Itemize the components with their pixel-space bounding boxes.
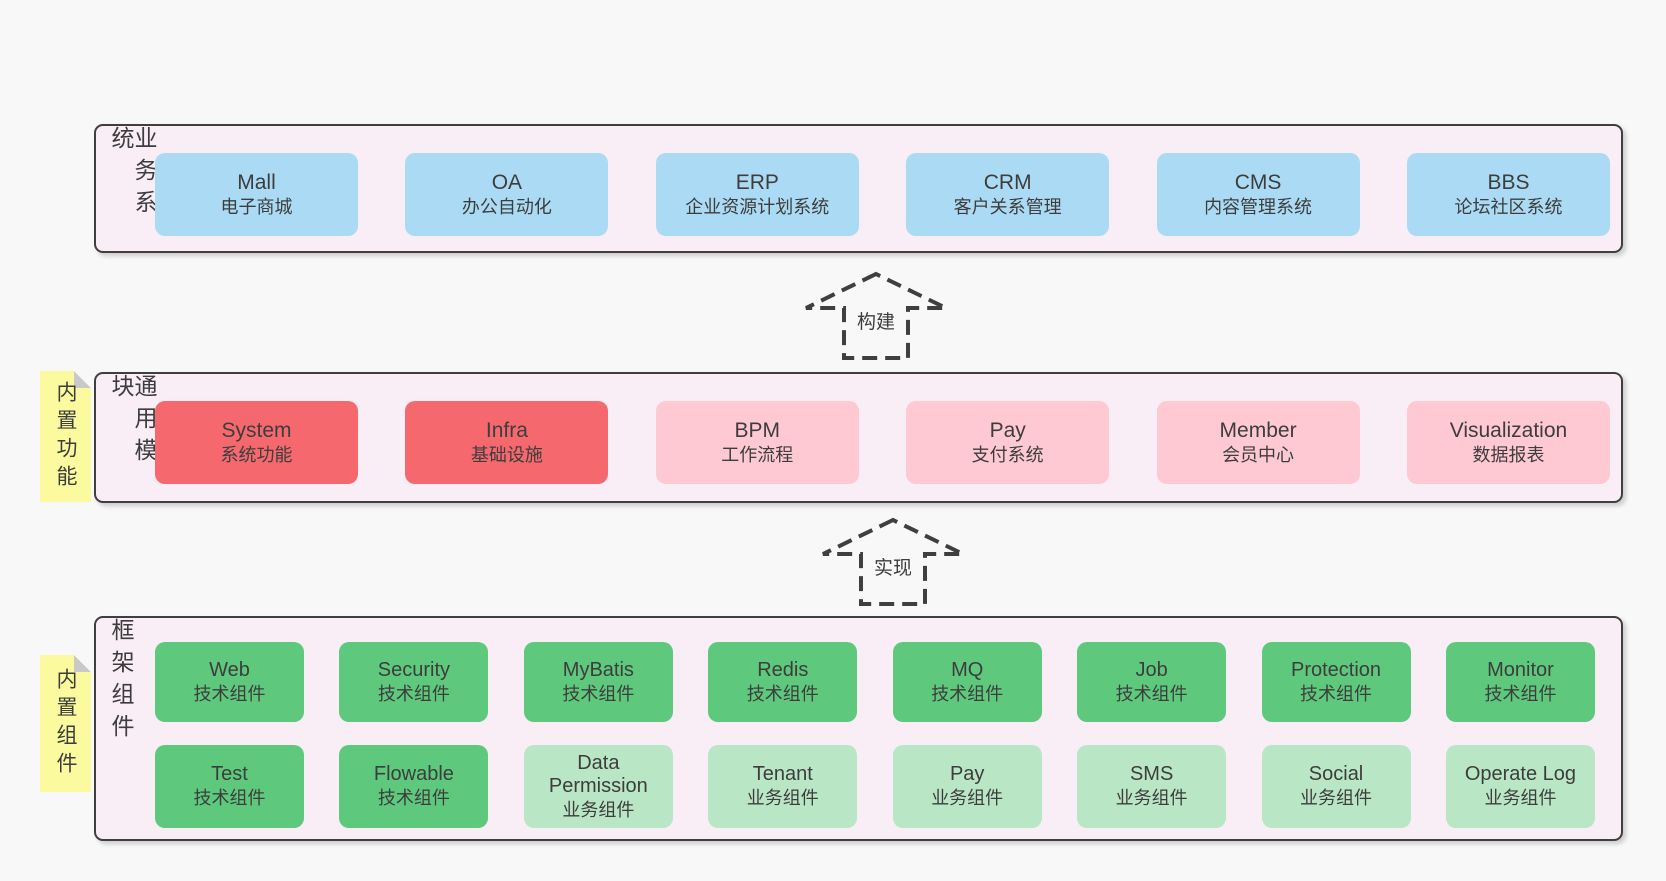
box-oa: OA 办公自动化: [405, 153, 609, 236]
box-bpm: BPM 工作流程: [655, 401, 859, 484]
box-flowable: Flowable 技术组件: [339, 745, 489, 828]
box-protection: Protection 技术组件: [1261, 642, 1411, 722]
box-monitor: Monitor 技术组件: [1445, 642, 1595, 722]
implement-arrow-label: 实现: [870, 552, 916, 581]
box-job: Job 技术组件: [1077, 642, 1227, 722]
box-sms: SMS 业务组件: [1077, 745, 1227, 828]
box-test: Test 技术组件: [155, 745, 304, 828]
build-arrow-icon: 构建: [801, 270, 951, 362]
band-framework-components: 框架组件 Web 技术组件 Security 技术组件 MyBatis 技术组件…: [94, 616, 1623, 841]
box-mybatis: MyBatis 技术组件: [523, 642, 673, 722]
box-redis: Redis 技术组件: [708, 642, 858, 722]
common-modules-row: System 系统功能 Infra 基础设施 BPM 工作流程 Pay 支付系统…: [155, 401, 1610, 484]
band-common-modules: 通用模块 System 系统功能 Infra 基础设施 BPM 工作流程 Pay…: [94, 372, 1623, 503]
box-web: Web 技术组件: [155, 642, 304, 722]
up-block-arrow-icon: [822, 517, 964, 606]
box-bbs: BBS 论坛社区系统: [1406, 153, 1610, 236]
implement-arrow-icon: 实现: [818, 516, 968, 608]
framework-components-row-2: Test 技术组件 Flowable 技术组件 Data Permission …: [155, 745, 1595, 828]
box-member: Member 会员中心: [1156, 401, 1360, 484]
box-security: Security 技术组件: [339, 642, 489, 722]
band-framework-components-label: 框架组件: [108, 618, 134, 746]
box-erp: ERP 企业资源计划系统: [655, 153, 859, 236]
band-business-systems: 业务系统 Mall 电子商城 OA 办公自动化 ERP 企业资源计划系统 CRM…: [94, 124, 1623, 253]
box-social: Social 业务组件: [1261, 745, 1411, 828]
up-block-arrow-icon: [805, 271, 947, 360]
box-data-permission: Data Permission 业务组件: [523, 745, 673, 828]
sticky-note-builtin-functions: 内置功能: [40, 371, 91, 502]
box-system: System 系统功能: [155, 401, 358, 484]
framework-components-row-1: Web 技术组件 Security 技术组件 MyBatis 技术组件 Redi…: [155, 642, 1595, 722]
box-mq: MQ 技术组件: [892, 642, 1042, 722]
sticky-note-builtin-components: 内置组件: [40, 655, 91, 792]
box-crm: CRM 客户关系管理: [906, 153, 1110, 236]
build-arrow-label: 构建: [853, 306, 899, 335]
box-pay-module: Pay 支付系统: [906, 401, 1110, 484]
box-mall: Mall 电子商城: [155, 153, 358, 236]
business-systems-row: Mall 电子商城 OA 办公自动化 ERP 企业资源计划系统 CRM 客户关系…: [155, 153, 1610, 236]
box-infra: Infra 基础设施: [405, 401, 609, 484]
box-tenant: Tenant 业务组件: [708, 745, 858, 828]
box-pay-component: Pay 业务组件: [892, 745, 1042, 828]
band-business-systems-label: 业务系统: [108, 126, 157, 222]
band-common-modules-label: 通用模块: [108, 374, 157, 470]
box-operate-log: Operate Log 业务组件: [1445, 745, 1595, 828]
box-visualization: Visualization 数据报表: [1406, 401, 1610, 484]
box-cms: CMS 内容管理系统: [1156, 153, 1360, 236]
